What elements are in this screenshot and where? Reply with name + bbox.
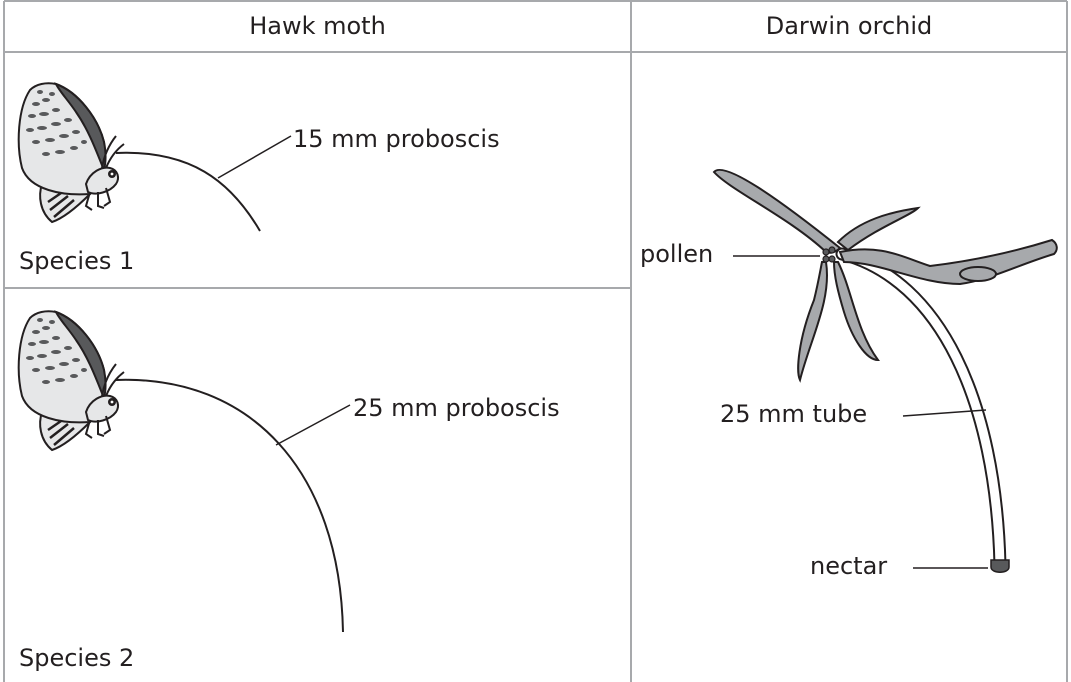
proboscis-15mm-leader bbox=[218, 136, 291, 178]
moth-species-1 bbox=[19, 83, 291, 231]
nectar-drop bbox=[991, 560, 1009, 572]
orchid-petal bbox=[714, 170, 840, 253]
hawk-moth-icon bbox=[19, 83, 124, 222]
pollen-label: pollen bbox=[640, 240, 713, 268]
nectar-label: nectar bbox=[810, 552, 887, 580]
proboscis-25mm-label: 25 mm proboscis bbox=[353, 394, 560, 422]
orchid-petal bbox=[834, 262, 878, 360]
orchid-petal bbox=[838, 208, 918, 250]
proboscis-25mm bbox=[116, 380, 343, 632]
moth-species-2 bbox=[19, 311, 350, 632]
header-darwin-orchid: Darwin orchid bbox=[631, 12, 1067, 40]
orchid-petal bbox=[840, 240, 1057, 284]
proboscis-15mm-label: 15 mm proboscis bbox=[293, 125, 500, 153]
tube-label: 25 mm tube bbox=[720, 400, 867, 428]
table-grid bbox=[4, 1, 1067, 682]
pollen-cluster bbox=[823, 247, 835, 262]
proboscis-25mm-leader bbox=[276, 405, 350, 445]
orchid-petal bbox=[798, 262, 827, 380]
header-hawk-moth: Hawk moth bbox=[4, 12, 631, 40]
proboscis-15mm bbox=[116, 153, 260, 231]
orchid-petal-bulge bbox=[960, 267, 996, 281]
species-1-label: Species 1 bbox=[19, 247, 134, 275]
darwin-orchid-illustration bbox=[714, 170, 1057, 572]
species-2-label: Species 2 bbox=[19, 644, 134, 672]
hawk-moth-icon bbox=[19, 311, 124, 450]
